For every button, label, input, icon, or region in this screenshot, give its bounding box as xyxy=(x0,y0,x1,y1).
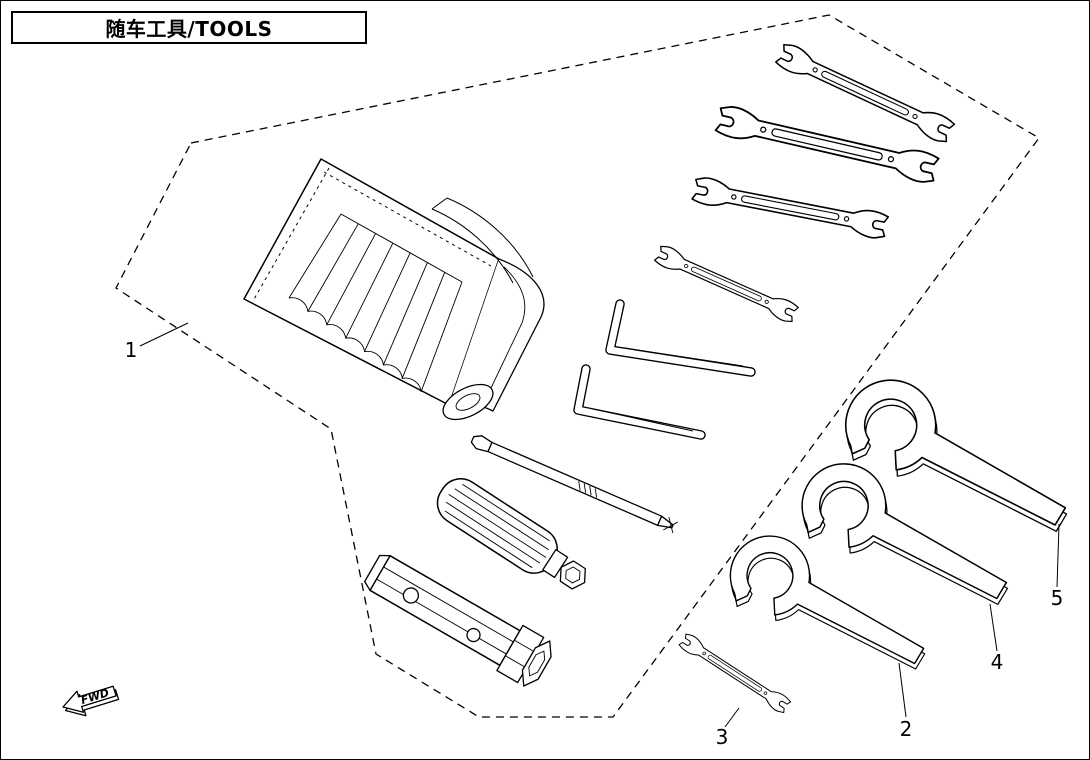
fwd-arrow: FWD xyxy=(62,685,120,717)
hex-key-small xyxy=(573,364,706,440)
leader-line-4 xyxy=(989,603,998,652)
bit-knurling xyxy=(578,481,598,498)
open-end-wrench-small xyxy=(677,631,793,716)
handle-flutes xyxy=(444,483,550,569)
tube-facet-lines xyxy=(376,566,514,655)
tool-roll-pocket-top-edge xyxy=(340,213,463,283)
leader-line-2 xyxy=(898,662,907,718)
tool-roll-rolled-end xyxy=(442,383,494,421)
spark-plug-wrench xyxy=(364,554,552,687)
kit-boundary-dashed-outline xyxy=(115,14,1040,718)
fwd-arrow-body xyxy=(62,685,117,713)
leader-line-3 xyxy=(724,707,740,728)
handle-hex-socket-hole xyxy=(565,566,581,584)
handle-hex-socket xyxy=(559,560,586,590)
tool-roll-flap xyxy=(431,197,534,284)
open-end-wrench-1 xyxy=(773,40,957,146)
tool-roll-pocket-scallops xyxy=(288,297,422,392)
part-label-5: 5 xyxy=(1051,586,1064,610)
tool-roll-roll-surface-line xyxy=(480,266,526,410)
phillips-cross xyxy=(663,517,678,534)
diagram-title: 随车工具/TOOLS xyxy=(105,17,273,41)
tube-left-end-cap xyxy=(364,554,391,591)
part-label-4: 4 xyxy=(991,650,1004,674)
leader-line-5 xyxy=(1056,523,1060,588)
tool-roll-panel xyxy=(243,158,500,406)
tommy-bar-hole-2 xyxy=(466,627,481,643)
tool-roll-stitching-left xyxy=(252,167,330,302)
tool-roll-pocket-dividers xyxy=(288,213,463,393)
open-end-wrench-4 xyxy=(652,243,801,325)
open-end-wrench-3 xyxy=(690,175,890,241)
hex-socket-hole xyxy=(528,650,546,677)
screwdriver-handle xyxy=(436,478,586,590)
tommy-bar-hole-1 xyxy=(402,587,420,604)
part-label-2: 2 xyxy=(900,717,913,741)
screwdriver-bit xyxy=(470,435,678,534)
leader-line-1 xyxy=(139,322,189,347)
tool-roll-pouch xyxy=(243,158,545,421)
part-label-3: 3 xyxy=(716,725,729,749)
title-box: 随车工具/TOOLS xyxy=(11,11,367,44)
hex-key-large xyxy=(605,299,756,377)
part-label-1: 1 xyxy=(125,338,138,362)
